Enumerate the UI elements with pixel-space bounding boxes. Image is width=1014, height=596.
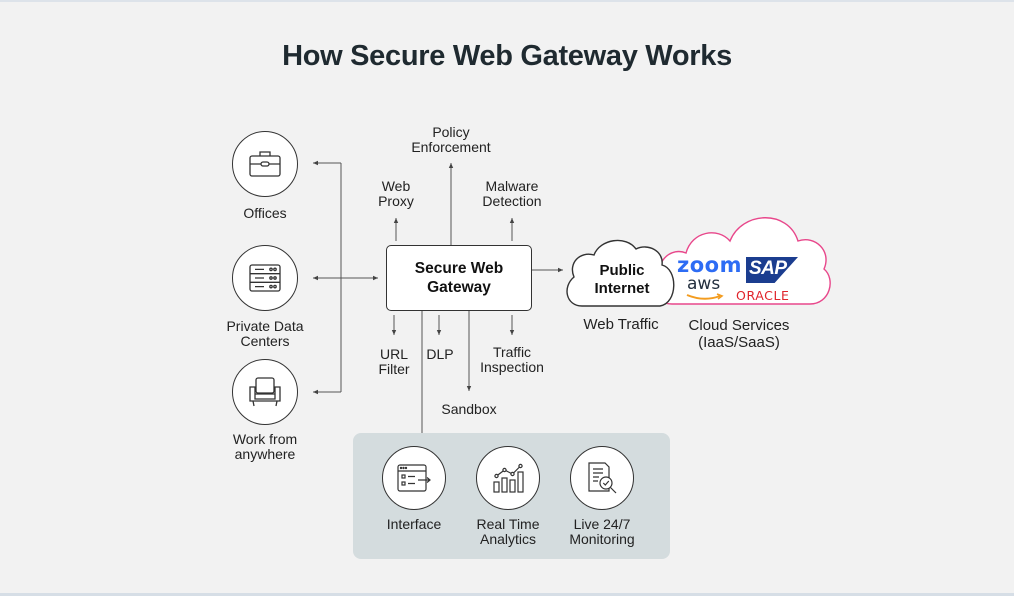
malware-detection-label: Malware Detection <box>482 178 542 209</box>
work-anywhere-label: Work from anywhere <box>232 431 298 462</box>
datacenter-label: Private Data Centers <box>226 318 304 349</box>
interface-label: Interface <box>386 516 442 532</box>
aws-smile-icon <box>686 293 724 300</box>
monitoring-circle <box>570 446 634 510</box>
datacenter-circle <box>232 245 298 311</box>
analytics-circle <box>476 446 540 510</box>
interface-window-icon <box>397 464 431 492</box>
traffic-inspection-label: Traffic Inspection <box>480 344 544 375</box>
briefcase-icon <box>249 151 281 177</box>
work-anywhere-circle <box>232 359 298 425</box>
cloud-services-label: Cloud Services (IaaS/SaaS) <box>688 317 790 351</box>
armchair-icon <box>249 377 281 407</box>
sandbox-label: Sandbox <box>441 401 497 417</box>
offices-circle <box>232 131 298 197</box>
page-title: How Secure Web Gateway Works <box>282 40 732 72</box>
url-filter-label: URL Filter <box>378 346 410 377</box>
clouds-graphic <box>566 217 831 307</box>
offices-label: Offices <box>243 205 287 221</box>
public-internet-label: Public Internet <box>594 262 650 297</box>
bottom-border <box>0 593 1014 596</box>
sap-logo: SAP <box>749 258 787 279</box>
oracle-logo: ORACLE <box>736 288 790 303</box>
web-proxy-label: Web Proxy <box>378 178 414 209</box>
analytics-label: Real Time Analytics <box>476 516 540 547</box>
dlp-label: DLP <box>426 346 454 362</box>
server-rack-icon <box>249 264 281 292</box>
gateway-label: Secure Web Gateway <box>414 260 504 296</box>
web-traffic-label: Web Traffic <box>583 316 659 333</box>
aws-logo: aws <box>687 274 721 294</box>
zoom-logo: zoom <box>677 253 742 277</box>
interface-circle <box>382 446 446 510</box>
analytics-chart-icon <box>493 463 524 493</box>
document-magnifier-icon <box>588 462 617 494</box>
top-border <box>0 0 1014 2</box>
public-internet-shape <box>566 239 675 307</box>
policy-enforcement-label: Policy Enforcement <box>411 124 491 155</box>
secure-web-gateway-box: Secure Web Gateway <box>386 245 532 311</box>
monitoring-label: Live 24/7 Monitoring <box>569 516 635 547</box>
